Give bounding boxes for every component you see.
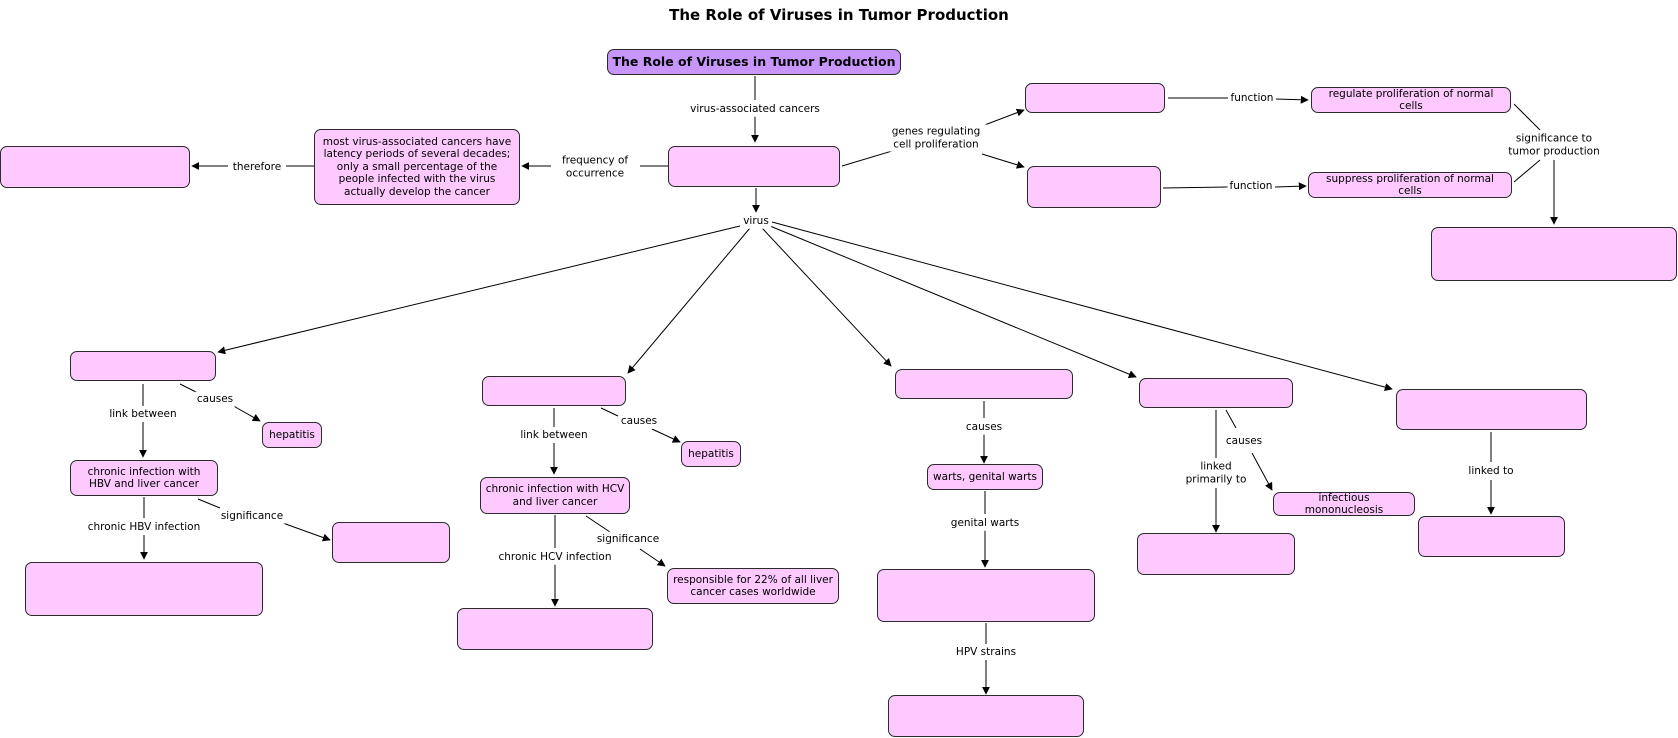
- node-significance-target[interactable]: [1431, 227, 1677, 281]
- edge-significance-hcvtarget: [639, 548, 666, 567]
- label-virus: virus: [741, 213, 771, 229]
- node-warts[interactable]: warts, genital warts: [927, 464, 1043, 490]
- edge-bottom-function: [1162, 186, 1229, 189]
- edge-genes-bottom: [981, 153, 1025, 169]
- edge-hcv-causes: [600, 407, 619, 417]
- edge-hbvliver-significance: [197, 498, 221, 509]
- edge-virus-hpv: [761, 227, 892, 367]
- diagram-title: The Role of Viruses in Tumor Production: [669, 6, 1009, 24]
- edge-regulate-significance: [1513, 103, 1541, 131]
- edge-virus-fifth: [771, 221, 1393, 391]
- node-ebv[interactable]: [1139, 378, 1293, 408]
- node-hbv-significance[interactable]: [332, 522, 450, 563]
- edge-suppress-significance: [1513, 159, 1541, 183]
- label-hpv-genital: genital warts: [948, 515, 1022, 531]
- node-hepatitis-c[interactable]: hepatitis: [681, 441, 741, 467]
- label-significance-tumor: significance to tumor production: [1497, 131, 1611, 159]
- label-hpv-causes: causes: [963, 419, 1005, 435]
- node-suppress[interactable]: suppress proliferation of normal cells: [1308, 172, 1512, 198]
- label-hcv-link: link between: [518, 427, 590, 443]
- label-hcv-chronic: chronic HCV infection: [496, 549, 614, 565]
- label-fifth-linked: linked to: [1466, 463, 1516, 479]
- edge-genes-top: [981, 108, 1025, 127]
- edge-virus-hcv: [627, 227, 751, 374]
- edge-causes-hepatitis-c: [651, 428, 681, 443]
- node-hbv-liver[interactable]: chronic infection with HBV and liver can…: [70, 460, 218, 496]
- node-therefore-target[interactable]: [0, 146, 190, 188]
- node-hcv-significance[interactable]: responsible for 22% of all liver cancer …: [667, 568, 839, 604]
- edge-hcvliver-significance: [585, 515, 611, 533]
- label-therefore: therefore: [230, 159, 284, 175]
- node-gene-bottom[interactable]: [1027, 166, 1161, 208]
- label-hbv-link: link between: [107, 406, 179, 422]
- edge-function-regulate: [1275, 95, 1309, 104]
- node-ebv-linked[interactable]: [1137, 533, 1295, 575]
- edge-causes-hepatitis-b: [229, 403, 261, 422]
- node-regulate[interactable]: regulate proliferation of normal cells: [1311, 87, 1511, 113]
- edge-virus-ebv: [769, 225, 1137, 378]
- label-hcv-causes: causes: [618, 413, 660, 429]
- node-hepatitis-b[interactable]: hepatitis: [262, 422, 322, 448]
- label-hbv-significance: significance: [218, 508, 286, 524]
- node-center[interactable]: [668, 146, 840, 187]
- edge-virus-hbv: [217, 225, 741, 355]
- node-hbv-chronic[interactable]: [25, 562, 263, 616]
- label-genes: genes regulating cell proliferation: [884, 124, 988, 152]
- node-latency[interactable]: most virus-associated cancers have laten…: [314, 129, 520, 205]
- label-ebv-causes: causes: [1223, 433, 1265, 449]
- label-function-top: function: [1228, 90, 1276, 106]
- node-hcv-chronic[interactable]: [457, 608, 653, 650]
- node-root[interactable]: The Role of Viruses in Tumor Production: [607, 49, 901, 75]
- node-gene-top[interactable]: [1025, 83, 1165, 113]
- edge-function-suppress: [1274, 182, 1307, 191]
- node-hcv[interactable]: [482, 376, 626, 406]
- label-virus-associated: virus-associated cancers: [688, 101, 822, 117]
- label-frequency: frequency of occurrence: [551, 153, 639, 181]
- node-fifth-virus[interactable]: [1396, 389, 1587, 430]
- node-hpv[interactable]: [895, 369, 1073, 399]
- label-hcv-significance: significance: [594, 531, 662, 547]
- node-hbv[interactable]: [70, 351, 216, 381]
- edge-center-genes: [841, 150, 893, 167]
- edge-ebv-causes: [1225, 409, 1237, 429]
- node-mono[interactable]: infectious mononucleosis: [1273, 492, 1415, 516]
- node-hpv-strains-target[interactable]: [888, 695, 1084, 737]
- node-hcv-liver[interactable]: chronic infection with HCV and liver can…: [480, 477, 630, 514]
- label-hbv-causes: causes: [194, 391, 236, 407]
- label-hbv-chronic: chronic HBV infection: [85, 519, 203, 535]
- label-function-bottom: function: [1227, 178, 1275, 194]
- node-genital-warts-target[interactable]: [877, 569, 1095, 622]
- label-ebv-linked: linked primarily to: [1179, 459, 1253, 487]
- label-hpv-strains: HPV strains: [953, 644, 1019, 660]
- node-fifth-linked[interactable]: [1418, 516, 1565, 557]
- edge-causes-mono: [1251, 452, 1273, 491]
- edge-significance-hbvtarget: [279, 521, 331, 542]
